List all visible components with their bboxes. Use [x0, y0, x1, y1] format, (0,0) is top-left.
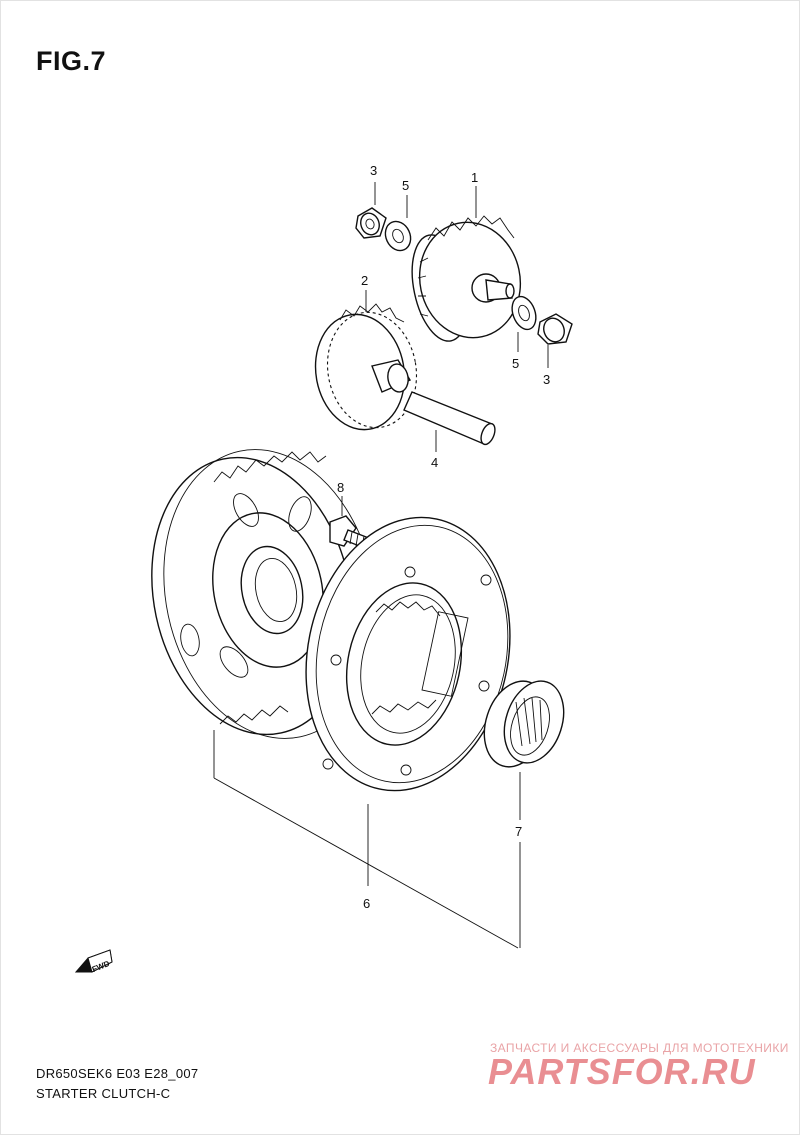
part-5-washer-upper[interactable]: [381, 195, 415, 255]
callout-2: 2: [361, 273, 368, 288]
callout-6: 6: [363, 896, 370, 911]
leader-lines: [213, 730, 521, 949]
callout-3-lower: 3: [543, 372, 550, 387]
part-2-idle-gear[interactable]: [307, 290, 426, 437]
part-6-clutch-housing[interactable]: [281, 498, 534, 810]
callout-1: 1: [471, 170, 478, 185]
part-3-bushing-upper[interactable]: [355, 182, 387, 239]
assembly-name: STARTER CLUTCH-C: [36, 1086, 171, 1101]
callout-7: 7: [515, 824, 522, 839]
watermark-tagline: ЗАПЧАСТИ И АКСЕССУАРЫ ДЛЯ МОТОТЕХНИКИ: [490, 1041, 789, 1055]
part-6-ring-gear[interactable]: [127, 430, 402, 759]
part-3-bushing-lower[interactable]: [537, 313, 573, 368]
callout-5-upper: 5: [402, 178, 409, 193]
part-4-shaft[interactable]: [403, 391, 498, 452]
fwd-arrow-icon: FWD: [74, 949, 113, 974]
watermark-logo: PARTSFOR.RU: [488, 1051, 756, 1092]
callout-8: 8: [337, 480, 344, 495]
model-code: DR650SEK6 E03 E28_007: [36, 1066, 199, 1081]
callout-5-lower: 5: [512, 356, 519, 371]
figure-title: FIG.7: [36, 46, 107, 76]
part-1-clutch-gear[interactable]: [403, 186, 531, 347]
callout-3-upper: 3: [370, 163, 377, 178]
callout-4: 4: [431, 455, 438, 470]
part-5-washer-lower[interactable]: [508, 293, 540, 352]
part-7-needle-bearing[interactable]: [474, 673, 574, 775]
